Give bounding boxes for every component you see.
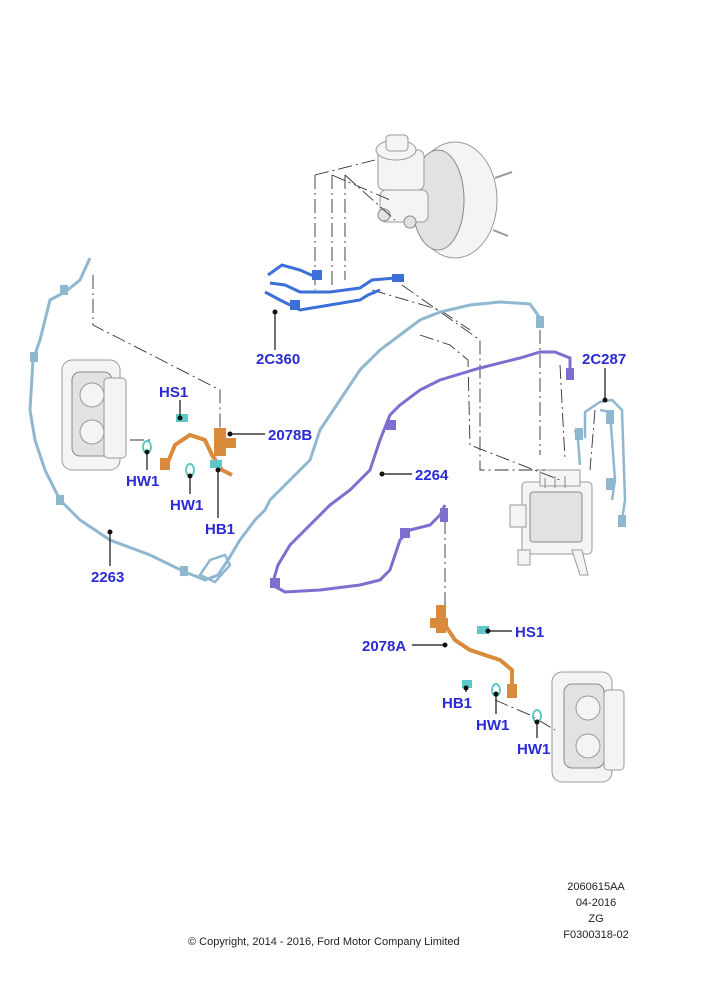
drawing-ref: F0300318-02 bbox=[563, 929, 628, 941]
fasteners bbox=[142, 414, 542, 723]
callout-2078A: 2078A bbox=[362, 638, 406, 655]
drawing-date: 04-2016 bbox=[576, 897, 616, 909]
drawing-zg: ZG bbox=[588, 913, 603, 925]
drawing-code: 2060615AA bbox=[567, 881, 625, 893]
callout-hw1-right-b: HW1 bbox=[517, 741, 550, 758]
callout-hs1-right: HS1 bbox=[515, 624, 544, 641]
brake-lines-2C287 bbox=[573, 398, 627, 527]
brake-line-2263 bbox=[28, 257, 544, 584]
copyright-text: © Copyright, 2014 - 2016, Ford Motor Com… bbox=[188, 936, 460, 948]
callout-hb1-right: HB1 bbox=[442, 695, 472, 712]
hose-2078A bbox=[430, 605, 517, 698]
callout-hw1-right-a: HW1 bbox=[476, 717, 509, 734]
brake-booster bbox=[375, 134, 513, 259]
right-caliper bbox=[551, 671, 625, 783]
callout-hs1-left: HS1 bbox=[159, 384, 188, 401]
left-caliper bbox=[61, 359, 127, 471]
hose-2078B bbox=[160, 428, 236, 477]
projection-lines bbox=[92, 159, 596, 731]
callout-2C360: 2C360 bbox=[256, 351, 300, 368]
callout-2263: 2263 bbox=[91, 569, 124, 586]
callout-2078B: 2078B bbox=[268, 427, 312, 444]
callout-2C287: 2C287 bbox=[582, 351, 626, 368]
brake-lines-2C360 bbox=[264, 263, 404, 312]
callout-hw1-left-b: HW1 bbox=[170, 497, 203, 514]
brake-line-2264 bbox=[270, 350, 574, 594]
callout-hw1-left-a: HW1 bbox=[126, 473, 159, 490]
abs-module bbox=[509, 469, 593, 576]
callout-hb1-left: HB1 bbox=[205, 521, 235, 538]
leader-lines bbox=[107, 309, 608, 738]
callout-2264: 2264 bbox=[415, 467, 449, 484]
hs1-right-bolt-icon bbox=[477, 626, 489, 634]
hb1-right-bolt-icon bbox=[462, 680, 472, 688]
hb1-left-bolt-icon bbox=[210, 460, 222, 468]
